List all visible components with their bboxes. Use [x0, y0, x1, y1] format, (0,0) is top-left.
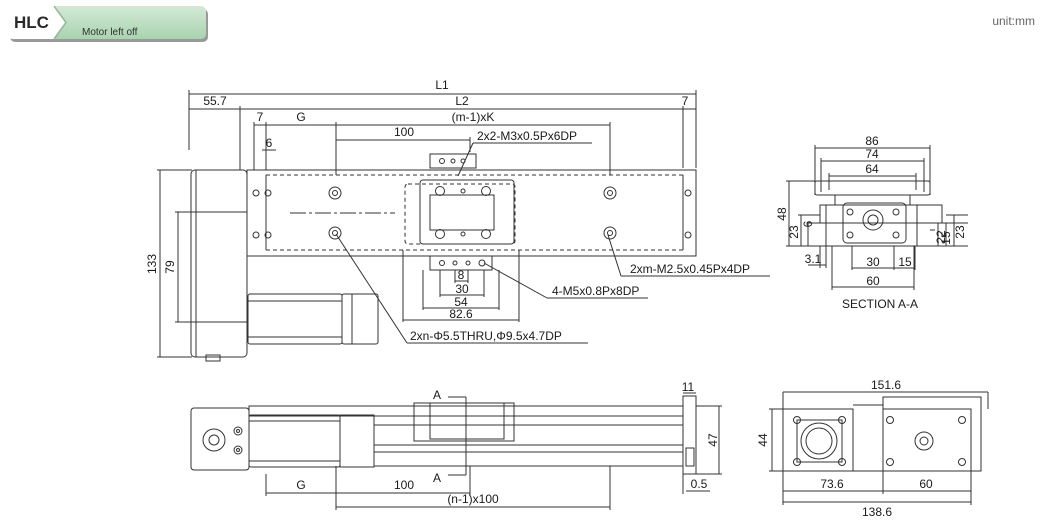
dim-133: 133	[145, 254, 159, 274]
dim-15-right: 15	[939, 231, 953, 245]
dim-55-7: 55.7	[203, 94, 227, 108]
model-tag: HLC Motor left off	[8, 6, 208, 42]
dim-82-6: 82.6	[449, 307, 473, 321]
dim-8: 8	[458, 268, 465, 282]
dim-6-section: 6	[801, 220, 815, 227]
dim-30-section: 30	[866, 255, 880, 269]
dim-G: G	[296, 110, 305, 124]
unit-label: unit:mm	[992, 14, 1035, 28]
dim-60-end: 60	[919, 477, 933, 491]
end-view	[769, 391, 989, 505]
dim-138-6: 138.6	[862, 505, 892, 519]
callout-m5: 4-M5x0.8Px8DP	[552, 284, 639, 298]
dim-100: 100	[394, 125, 414, 139]
dim-6: 6	[266, 136, 273, 150]
side-view-labels: A A 11 47 G 100 (n-1)x100 0.5	[296, 380, 720, 506]
callout-m3: 2x2-M3x0.5Px6DP	[477, 129, 577, 143]
section-title: SECTION A-A	[842, 297, 918, 311]
top-view-labels: L1 55.7 L2 7 7 G (m-1)xK 6 100 2x2-M3x0.…	[145, 78, 750, 343]
section-a-a	[786, 145, 968, 290]
dim-G-side: G	[296, 478, 305, 492]
dim-n1x100: (n-1)x100	[447, 492, 499, 506]
end-view-labels: 151.6 44 73.6 60 138.6	[756, 378, 933, 519]
dim-15-bottom: 15	[898, 255, 912, 269]
dim-86: 86	[865, 134, 879, 148]
dim-60-section: 60	[866, 274, 880, 288]
dim-151-6: 151.6	[871, 378, 901, 392]
dim-11: 11	[682, 380, 695, 394]
dim-47: 47	[706, 433, 720, 447]
dim-100-side: 100	[394, 478, 414, 492]
dim-7-left: 7	[257, 110, 264, 124]
section-labels: 86 74 64 48 23 6 15 22 23 3.1 30 15 60 S…	[775, 134, 967, 311]
dim-23-right: 23	[953, 225, 967, 239]
dim-23-left: 23	[787, 225, 801, 239]
model-subtitle: Motor left off	[82, 27, 138, 38]
side-view	[190, 392, 722, 510]
dim-0-5: 0.5	[691, 477, 708, 491]
dim-L1: L1	[435, 78, 449, 92]
dim-48: 48	[775, 207, 789, 221]
dim-64: 64	[865, 162, 879, 176]
dim-3-1: 3.1	[805, 252, 822, 266]
dim-22: 22	[934, 230, 948, 244]
dim-74: 74	[865, 147, 879, 161]
dim-73-6: 73.6	[820, 477, 844, 491]
dim-79: 79	[163, 260, 177, 274]
top-view	[157, 90, 770, 362]
dim-7-right: 7	[682, 94, 689, 108]
callout-thru: 2xn-Φ5.5THRU,Φ9.5x4.7DP	[410, 329, 562, 343]
dim-m1xK: (m-1)xK	[452, 110, 495, 124]
marker-A-bottom: A	[433, 471, 441, 485]
marker-A-top: A	[433, 388, 441, 402]
model-code: HLC	[14, 13, 49, 32]
dim-30-top: 30	[455, 282, 469, 296]
dim-54: 54	[454, 295, 468, 309]
dim-44: 44	[756, 433, 770, 447]
callout-m2-5: 2xm-M2.5x0.45Px4DP	[630, 262, 750, 276]
dim-L2: L2	[455, 94, 469, 108]
